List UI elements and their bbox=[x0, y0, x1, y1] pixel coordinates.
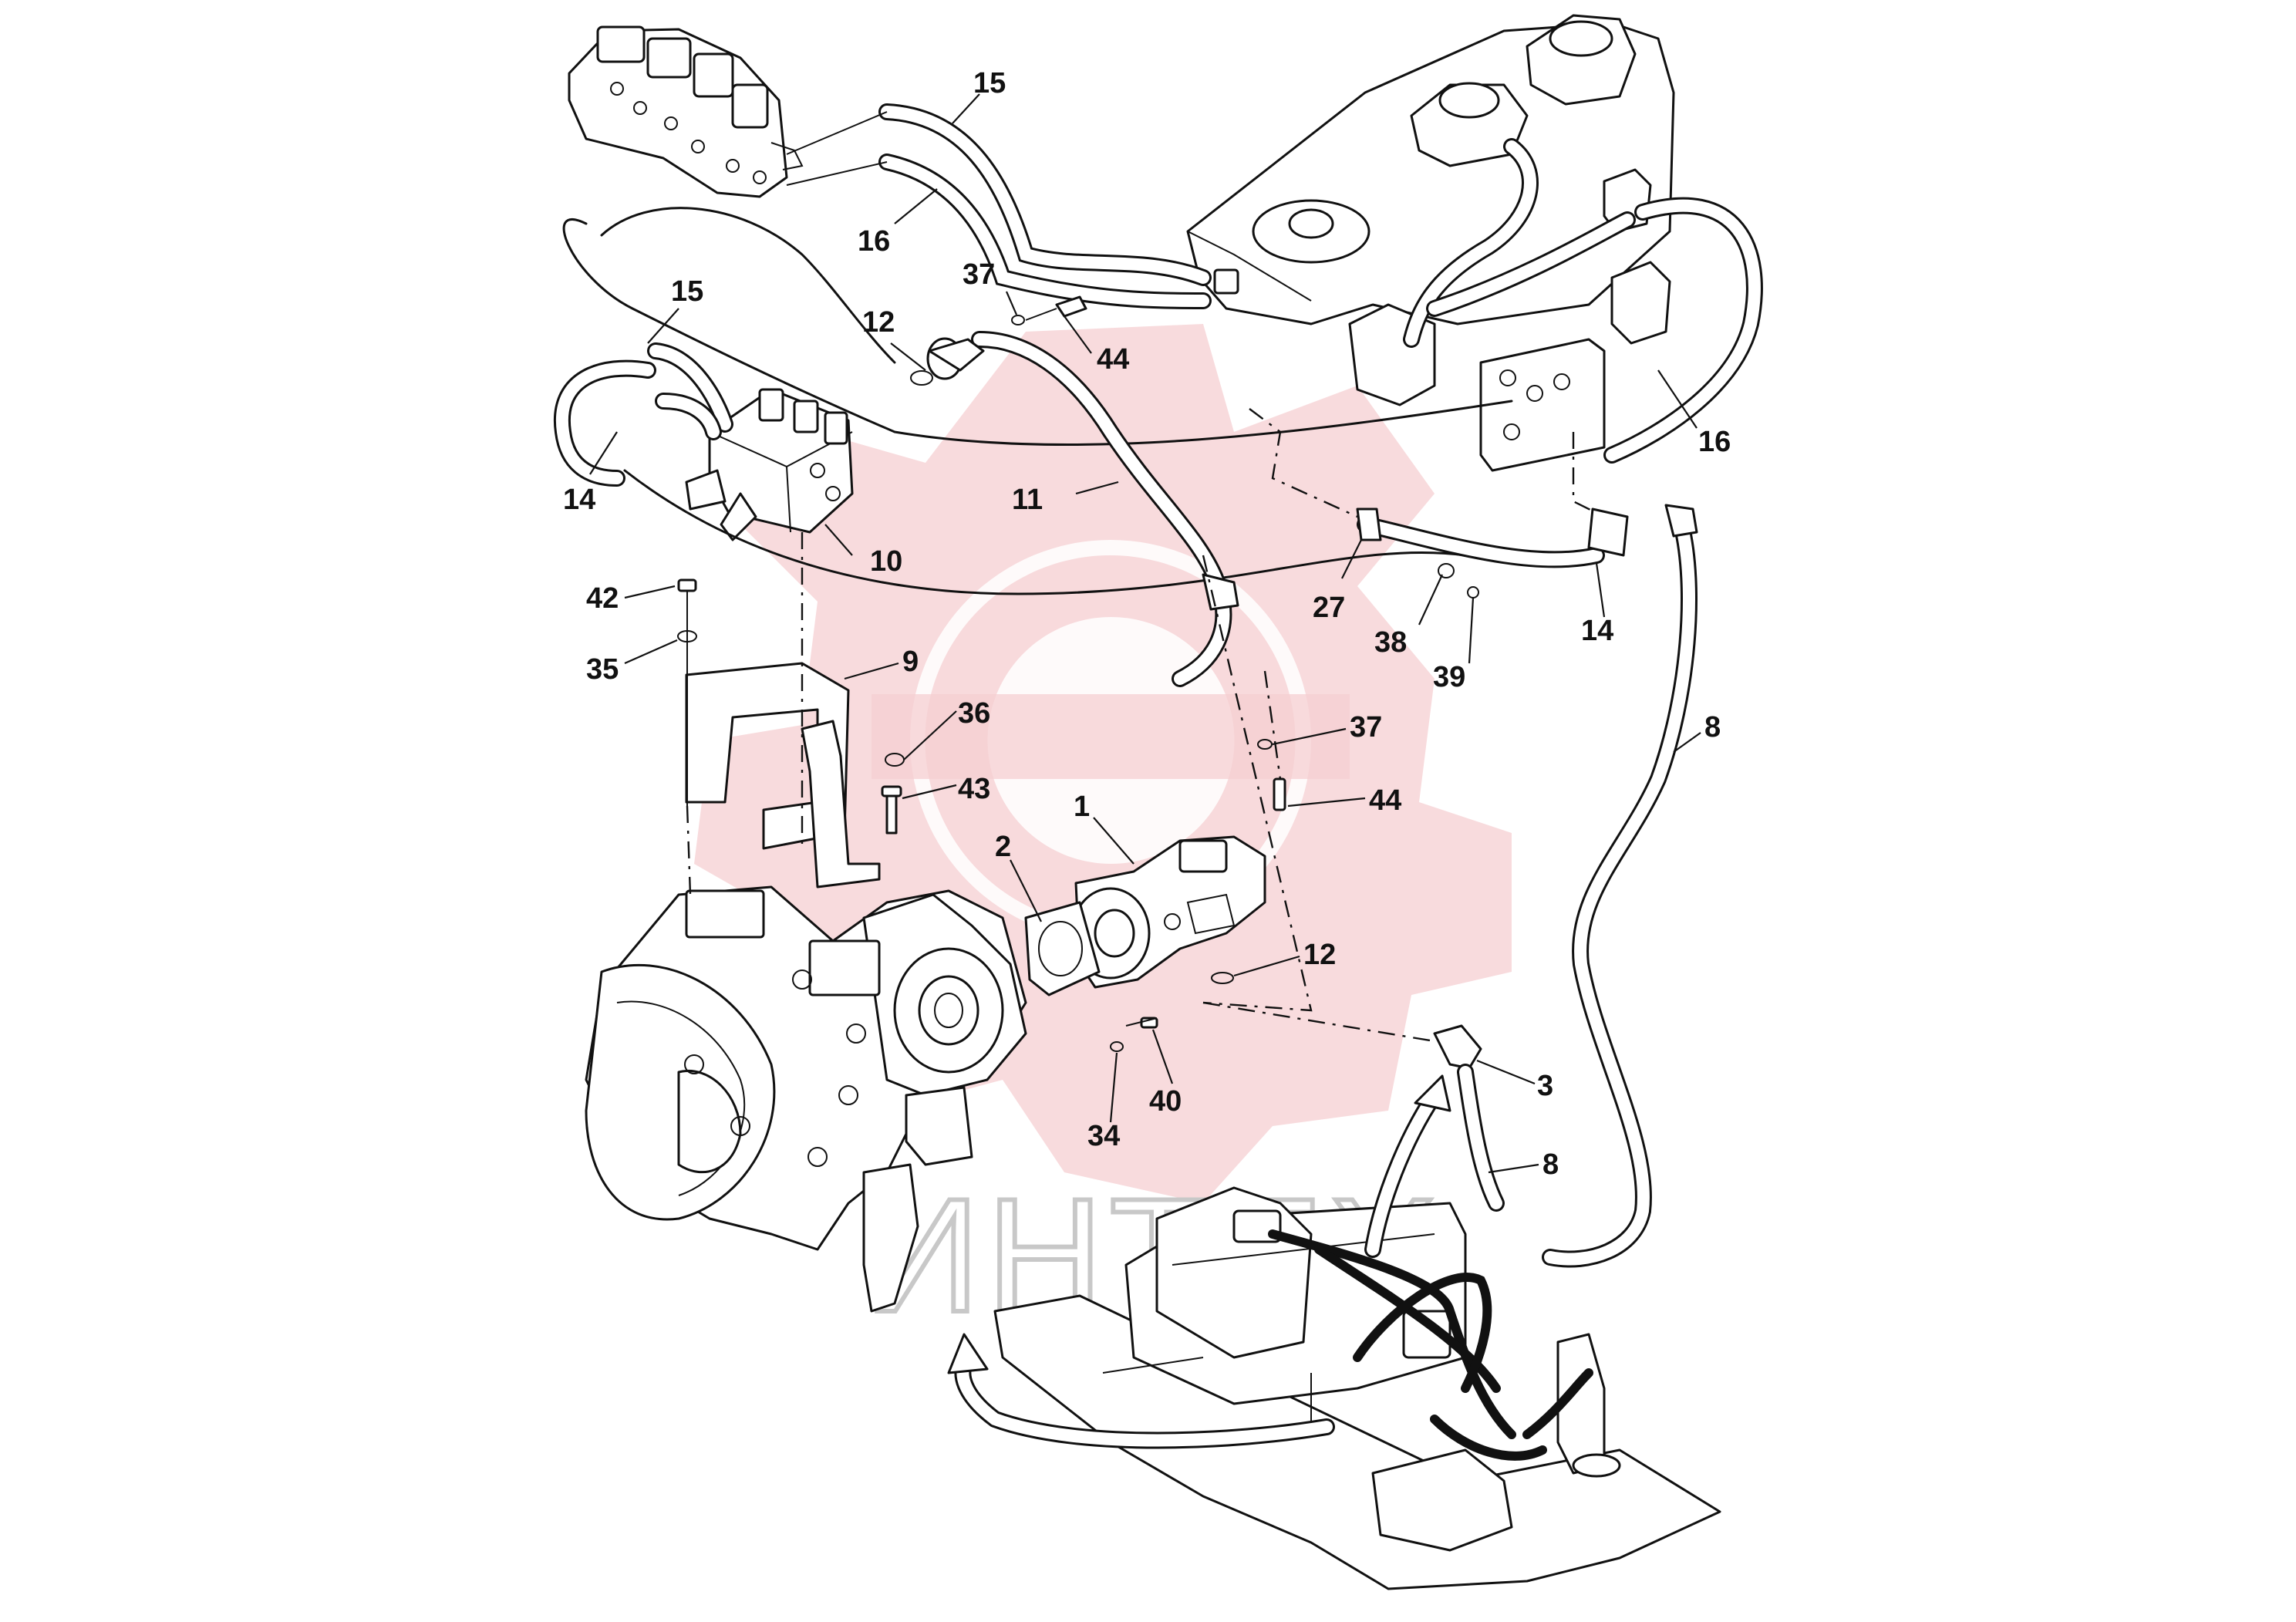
leader-lines bbox=[589, 93, 1701, 1174]
callout-9: 9 bbox=[902, 646, 919, 678]
hose-8 bbox=[1542, 516, 1698, 1268]
bolt-44-lower bbox=[1263, 670, 1286, 811]
callout-37-lower: 37 bbox=[1350, 711, 1382, 744]
callout-3: 3 bbox=[1537, 1070, 1553, 1102]
callout-35: 35 bbox=[586, 653, 619, 686]
callout-12-lower: 12 bbox=[1303, 939, 1336, 971]
bolt-42 bbox=[677, 578, 697, 806]
callout-40: 40 bbox=[1149, 1085, 1182, 1118]
frame-hose-b bbox=[1314, 1245, 1501, 1393]
fitting-27 bbox=[1356, 508, 1382, 541]
bolt-44-upper bbox=[1025, 295, 1087, 321]
callout-39: 39 bbox=[1433, 661, 1465, 693]
callout-16-top: 16 bbox=[858, 225, 890, 258]
callout-37-upper: 37 bbox=[963, 258, 995, 291]
callout-15-left: 15 bbox=[671, 275, 703, 308]
o-ring-12-upper bbox=[910, 370, 933, 386]
frame-hose-e bbox=[1522, 1368, 1593, 1439]
washer-37-upper bbox=[1011, 315, 1025, 325]
frame-hose-d bbox=[1430, 1415, 1547, 1461]
callout-44-lower: 44 bbox=[1369, 784, 1401, 817]
o-ring-12-lower bbox=[1211, 972, 1234, 984]
elbow-3 bbox=[1433, 1024, 1482, 1070]
transmission-housing bbox=[585, 885, 1027, 1313]
washer-35 bbox=[677, 630, 697, 642]
frame-hose-c bbox=[1353, 1273, 1492, 1393]
callout-44-upper: 44 bbox=[1097, 343, 1129, 376]
callout-14-right: 14 bbox=[1581, 615, 1613, 647]
callout-12-upper: 12 bbox=[862, 306, 895, 339]
top-control-valve-block bbox=[568, 25, 804, 198]
frame-hose-a bbox=[1268, 1229, 1516, 1439]
callout-8-lower: 8 bbox=[1542, 1148, 1559, 1181]
gasket-2 bbox=[1024, 901, 1101, 996]
callout-42: 42 bbox=[586, 582, 619, 615]
callout-27: 27 bbox=[1313, 592, 1345, 624]
washer-38 bbox=[1438, 563, 1455, 578]
callout-2: 2 bbox=[995, 831, 1011, 863]
callout-11: 11 bbox=[1012, 484, 1043, 516]
callout-8-right: 8 bbox=[1704, 711, 1721, 744]
washer-37-lower bbox=[1257, 739, 1273, 750]
callout-34: 34 bbox=[1087, 1120, 1120, 1152]
bolt-43 bbox=[881, 785, 902, 835]
bracket-9 bbox=[685, 662, 881, 889]
hydraulic-tank bbox=[1186, 14, 1675, 325]
pump-control-manifold bbox=[685, 388, 854, 541]
callout-10: 10 bbox=[870, 545, 902, 578]
o-ring-39 bbox=[1467, 586, 1479, 599]
callout-38: 38 bbox=[1374, 626, 1407, 659]
callout-14-left: 14 bbox=[563, 484, 595, 516]
pipe-flange-upper bbox=[926, 337, 985, 380]
callout-15-top: 15 bbox=[973, 67, 1006, 99]
callout-36: 36 bbox=[958, 697, 990, 730]
washer-34 bbox=[1110, 1041, 1124, 1052]
callout-1: 1 bbox=[1074, 791, 1090, 823]
bolt-40 bbox=[1125, 1017, 1158, 1029]
callout-16-right: 16 bbox=[1698, 426, 1731, 458]
pipe-flange-lower bbox=[1202, 573, 1239, 611]
hydraulic-pump-1 bbox=[1070, 835, 1266, 989]
callout-43: 43 bbox=[958, 773, 990, 805]
